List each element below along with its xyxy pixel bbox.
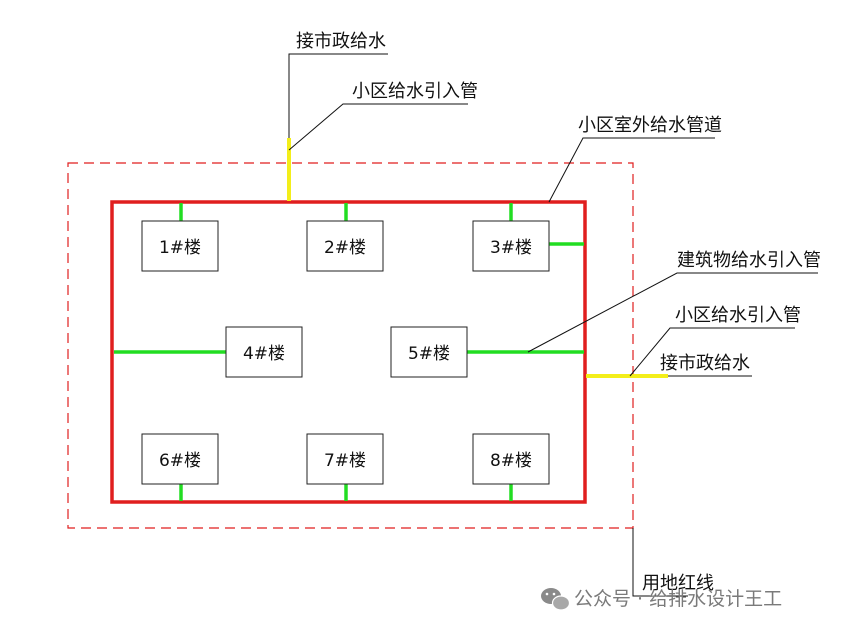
building-8: 8#楼 xyxy=(472,433,550,485)
building-label: 2#楼 xyxy=(324,238,366,258)
label-inlet-right: 小区给水引入管 xyxy=(675,305,801,326)
building-5: 5#楼 xyxy=(390,326,468,378)
label-building-inlet: 建筑物给水引入管 xyxy=(677,250,821,271)
label-outdoor-main: 小区室外给水管道 xyxy=(578,115,722,136)
label-municipal-right: 接市政给水 xyxy=(660,353,750,374)
building-3: 3#楼 xyxy=(472,220,550,272)
wechat-icon xyxy=(541,588,571,611)
outdoor-water-main xyxy=(110,200,587,504)
building-7: 7#楼 xyxy=(306,433,384,485)
building-label: 3#楼 xyxy=(490,238,532,258)
building-label: 7#楼 xyxy=(324,451,366,471)
leader-inlet-right xyxy=(629,327,795,377)
building-inlet-pipes xyxy=(114,203,584,501)
building-2: 2#楼 xyxy=(306,220,384,272)
leader-municipal-top xyxy=(288,53,388,138)
leader-lines xyxy=(288,53,818,597)
building-6: 6#楼 xyxy=(141,433,219,485)
leader-inlet-top xyxy=(288,103,468,151)
building-label: 5#楼 xyxy=(408,344,450,364)
building-label: 4#楼 xyxy=(243,344,285,364)
label-inlet-top: 小区给水引入管 xyxy=(352,81,478,102)
label-municipal-top: 接市政给水 xyxy=(296,31,386,52)
watermark: 公众号 · 给排水设计王工 xyxy=(541,588,782,611)
building-label: 1#楼 xyxy=(159,238,201,258)
leader-outdoor-main xyxy=(548,137,715,203)
building-1: 1#楼 xyxy=(141,220,219,272)
building-4: 4#楼 xyxy=(225,326,303,378)
community-inlet-pipes xyxy=(287,138,668,378)
label-red-line: 用地红线 xyxy=(642,573,714,594)
building-label: 8#楼 xyxy=(490,451,532,471)
leader-building-inlet xyxy=(527,272,818,353)
watermark-text: 公众号 · 给排水设计王工 xyxy=(574,588,782,610)
leader-red-line xyxy=(632,528,688,597)
building-label: 6#楼 xyxy=(159,451,201,471)
